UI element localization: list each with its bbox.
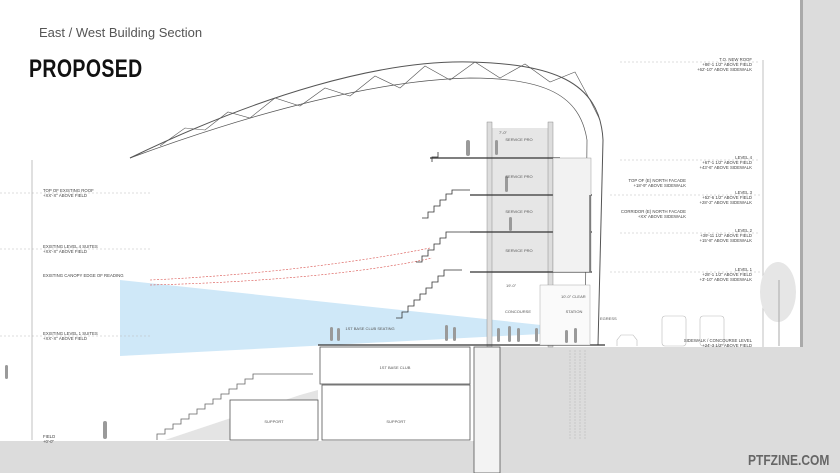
room-label: SUPPORT xyxy=(264,419,284,424)
people xyxy=(5,140,577,439)
svg-text:+28'-1 1/2" ABOVE FIELD: +28'-1 1/2" ABOVE FIELD xyxy=(702,272,752,277)
svg-text:EXISTING LEVEL 4 SUITES: EXISTING LEVEL 4 SUITES xyxy=(43,244,98,249)
building-core xyxy=(318,121,605,348)
tree-icon xyxy=(760,262,796,346)
room-label: STATION xyxy=(566,309,583,314)
svg-text:TOP OF (E) NORTH FACADE: TOP OF (E) NORTH FACADE xyxy=(628,178,686,183)
level-lines xyxy=(0,61,760,337)
right-level-labels: T.O. NEW ROOF+86'-1 1/2" ABOVE FIELD+62'… xyxy=(621,57,753,348)
left-level-labels: TOP OF EXISTING ROOF+XX'-X" ABOVE FIELD … xyxy=(43,188,124,444)
room-label: SERVICE PRO xyxy=(505,209,532,214)
dimension-label: 19'-0" xyxy=(506,283,517,288)
existing-building-mass xyxy=(800,0,840,350)
room-label: CONCOURSE xyxy=(505,309,531,314)
drawing-title: East / West Building Section xyxy=(39,25,203,40)
proposed-label: PROPOSED xyxy=(29,55,143,83)
svg-text:EXISTING LEVEL 1 SUITES: EXISTING LEVEL 1 SUITES xyxy=(43,331,98,336)
svg-text:+24'-3 1/2" ABOVE FIELD: +24'-3 1/2" ABOVE FIELD xyxy=(702,343,752,348)
room-label: SERVICE PRO xyxy=(505,248,532,253)
svg-text:+52'-6 1/2" ABOVE FIELD: +52'-6 1/2" ABOVE FIELD xyxy=(702,195,752,200)
piles xyxy=(569,350,586,440)
svg-text:+39'-11 1/2" ABOVE FIELD: +39'-11 1/2" ABOVE FIELD xyxy=(700,233,752,238)
red-sightline xyxy=(149,257,433,286)
sightline-wedge xyxy=(120,280,560,356)
svg-text:LEVEL 2: LEVEL 2 xyxy=(735,228,752,233)
room-label: 1ST BASE CLUB xyxy=(380,365,411,370)
wall-edge xyxy=(800,0,803,350)
svg-text:+XX' ABOVE SIDEWALK: +XX' ABOVE SIDEWALK xyxy=(638,214,686,219)
svg-text:LEVEL 1: LEVEL 1 xyxy=(735,267,752,272)
svg-text:FIELD: FIELD xyxy=(43,434,55,439)
svg-text:+86'-1 1/2" ABOVE FIELD: +86'-1 1/2" ABOVE FIELD xyxy=(702,62,752,67)
svg-text:+XX'-X" ABOVE FIELD: +XX'-X" ABOVE FIELD xyxy=(43,336,87,341)
room-label: SERVICE PRO xyxy=(505,137,532,142)
lower-rooms xyxy=(229,346,501,473)
room-label: SUPPORT xyxy=(386,419,406,424)
dimension-label: EGRESS xyxy=(600,316,617,321)
roof-truss xyxy=(129,61,604,346)
svg-text:+3'-10" ABOVE SIDEWALK: +3'-10" ABOVE SIDEWALK xyxy=(700,277,753,282)
watermark: PTFZINE.COM xyxy=(748,452,830,469)
svg-text:LEVEL 4: LEVEL 4 xyxy=(735,155,752,160)
svg-text:+67'-1 1/2" ABOVE FIELD: +67'-1 1/2" ABOVE FIELD xyxy=(702,160,752,165)
room-label: SERVICE PRO xyxy=(505,174,532,179)
ground xyxy=(0,347,840,473)
svg-text:+0'-0": +0'-0" xyxy=(43,439,55,444)
vehicles xyxy=(616,315,725,347)
svg-text:+62'-10" ABOVE SIDEWALK: +62'-10" ABOVE SIDEWALK xyxy=(697,67,752,72)
svg-text:T.O. NEW ROOF: T.O. NEW ROOF xyxy=(719,57,752,62)
svg-text:CORRIDOR (E) NORTH FACADE: CORRIDOR (E) NORTH FACADE xyxy=(621,209,686,214)
svg-text:+43'-6" ABOVE SIDEWALK: +43'-6" ABOVE SIDEWALK xyxy=(700,165,753,170)
svg-text:+XX'-X" ABOVE FIELD: +XX'-X" ABOVE FIELD xyxy=(43,249,87,254)
svg-text:SIDEWALK / CONCOURSE LEVEL: SIDEWALK / CONCOURSE LEVEL xyxy=(684,338,753,343)
svg-text:EXISTING CANOPY EDGE OF READIN: EXISTING CANOPY EDGE OF READING xyxy=(43,273,124,278)
svg-text:TOP OF EXISTING ROOF: TOP OF EXISTING ROOF xyxy=(43,188,94,193)
dimension-label: 7'-0" xyxy=(499,130,508,135)
room-label: 1ST BASE CLUB SEATING xyxy=(345,326,394,331)
svg-text:+18'-9" ABOVE SIDEWALK: +18'-9" ABOVE SIDEWALK xyxy=(634,183,687,188)
svg-text:+XX'-X" ABOVE FIELD: +XX'-X" ABOVE FIELD xyxy=(43,193,87,198)
svg-text:LEVEL 3: LEVEL 3 xyxy=(735,190,752,195)
seating-tiers xyxy=(156,152,470,440)
svg-text:+28'-2" ABOVE SIDEWALK: +28'-2" ABOVE SIDEWALK xyxy=(700,200,753,205)
svg-text:+15'-8" ABOVE SIDEWALK: +15'-8" ABOVE SIDEWALK xyxy=(700,238,753,243)
dimension-label: 10'-0" CLEAR xyxy=(561,294,586,299)
red-sightline xyxy=(149,247,431,281)
